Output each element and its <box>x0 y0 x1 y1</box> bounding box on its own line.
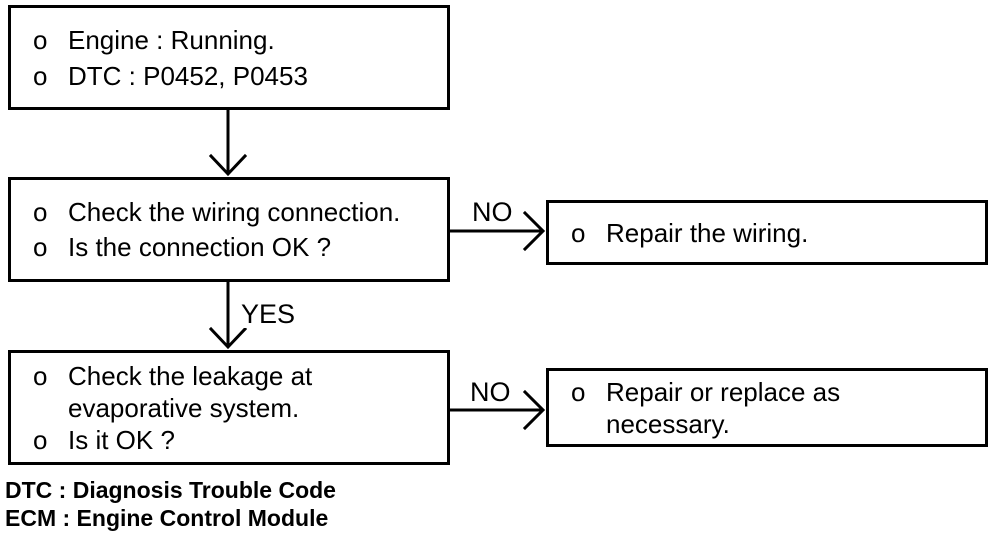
arrow-right-head-icon <box>522 389 546 431</box>
edge-label-no: NO <box>470 377 511 407</box>
arrow-down-head-icon <box>208 153 248 177</box>
box-item: o DTC : P0452, P0453 <box>33 58 443 94</box>
box-line: evaporative system. <box>68 392 300 423</box>
bullet-icon: o <box>33 196 48 227</box>
bullet-icon: o <box>33 424 48 455</box>
box-item: o Is it OK ? <box>33 424 443 456</box>
flow-box-repair-replace: o Repair or replace as necessary. <box>546 368 988 447</box>
box-line: Repair the wiring. <box>606 217 809 248</box>
flow-box-start: o Engine : Running. o DTC : P0452, P0453 <box>8 5 450 110</box>
edge-label-no: NO <box>472 197 513 227</box>
arrow-right-head-icon <box>522 210 546 252</box>
box-item: o Engine : Running. <box>33 22 443 58</box>
box-line: Check the leakage at <box>68 360 313 391</box>
footnote-dtc: DTC : Diagnosis Trouble Code <box>5 477 336 503</box>
box-line: necessary. <box>606 408 730 439</box>
bullet-icon: o <box>33 24 48 55</box>
box-item: o Check the wiring connection. <box>33 195 443 230</box>
box-line: Engine : Running. <box>68 24 275 55</box>
box-item: o Repair or replace as necessary. <box>571 376 981 440</box>
box-line: Is the connection OK ? <box>68 231 332 262</box>
bullet-icon: o <box>33 60 48 91</box>
edge-label-yes: YES <box>241 299 296 329</box>
bullet-icon: o <box>33 231 48 262</box>
box-item: o Check the leakage at evaporative syste… <box>33 360 443 424</box>
bullet-icon: o <box>33 360 48 391</box>
footnote-ecm: ECM : Engine Control Module <box>5 505 329 531</box>
bullet-icon: o <box>571 376 586 407</box>
footnotes: DTC : Diagnosis Trouble Code ECM : Engin… <box>5 476 336 532</box>
box-item: o Repair the wiring. <box>571 217 981 249</box>
box-item: o Is the connection OK ? <box>33 230 443 265</box>
box-line: Is it OK ? <box>68 424 175 455</box>
flow-box-check-wiring: o Check the wiring connection. o Is the … <box>8 177 450 282</box>
box-line: DTC : P0452, P0453 <box>68 60 308 91</box>
arrow-down-head-icon <box>208 326 248 350</box>
flow-box-check-leakage: o Check the leakage at evaporative syste… <box>8 350 450 465</box>
box-line: Repair or replace as <box>606 376 841 407</box>
box-line: Check the wiring connection. <box>68 196 401 227</box>
flow-box-repair-wiring: o Repair the wiring. <box>546 200 988 265</box>
bullet-icon: o <box>571 217 586 248</box>
